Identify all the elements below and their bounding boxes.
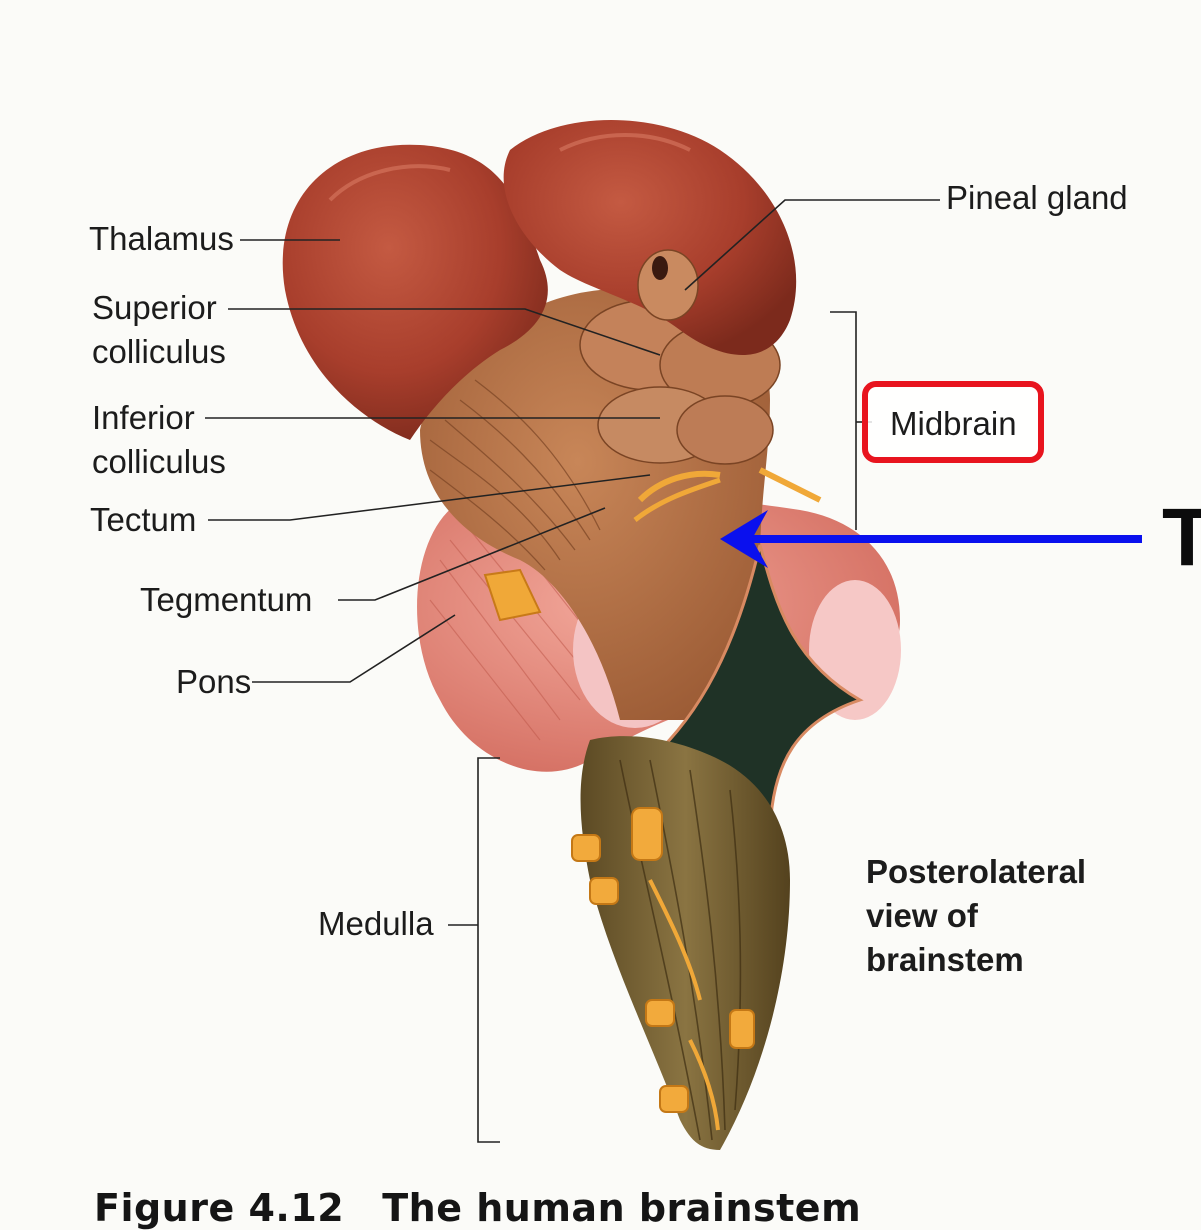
- view-note-line2: view of: [866, 894, 978, 938]
- label-superior-line2: colliculus: [92, 330, 226, 374]
- figure-caption: Figure 4.12 The human brainstem: [94, 1186, 861, 1230]
- pineal-structure: [638, 250, 698, 320]
- medulla-structure: [572, 736, 790, 1150]
- caption-title: The human brainstem: [382, 1186, 861, 1230]
- label-pons: Pons: [176, 660, 251, 704]
- label-inferior-line1: Inferior: [92, 396, 195, 440]
- view-note-line1: Posterolateral: [866, 850, 1086, 894]
- annotation-letter: T: [1162, 493, 1201, 583]
- label-pineal-gland: Pineal gland: [946, 176, 1128, 220]
- label-superior-line1: Superior: [92, 286, 217, 330]
- label-tectum: Tectum: [90, 498, 196, 542]
- label-tegmentum: Tegmentum: [140, 578, 312, 622]
- view-note-line3: brainstem: [866, 938, 1024, 982]
- label-thalamus: Thalamus: [89, 217, 234, 261]
- label-inferior-line2: colliculus: [92, 440, 226, 484]
- caption-figure-number: Figure 4.12: [94, 1186, 344, 1230]
- label-medulla: Medulla: [318, 902, 434, 946]
- label-midbrain: Midbrain: [890, 402, 1017, 446]
